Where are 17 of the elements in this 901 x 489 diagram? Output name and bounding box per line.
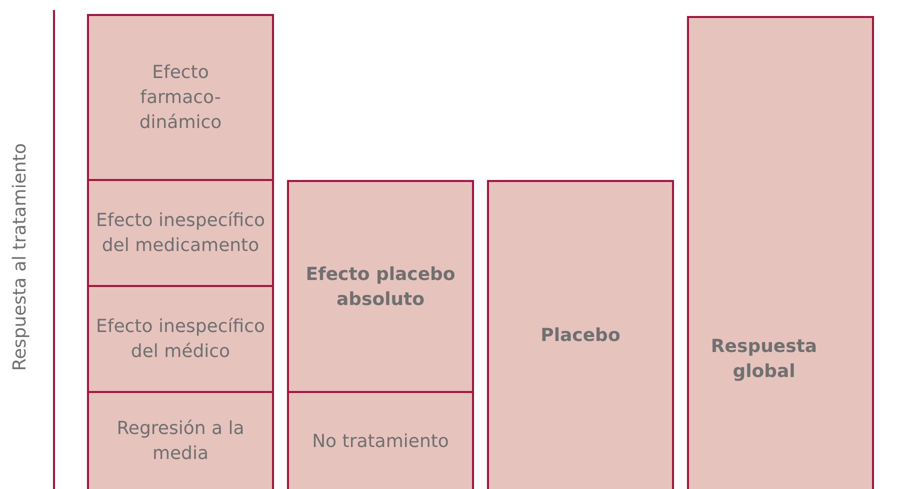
segment-label: Efecto farmaco-dinámico xyxy=(138,61,223,135)
bar-segment xyxy=(87,179,274,287)
bar-segment xyxy=(487,180,674,489)
bar-segment xyxy=(687,16,874,489)
segment-label: Efecto placebo absoluto xyxy=(304,262,456,312)
bar-segment xyxy=(87,14,274,181)
bar-segment xyxy=(287,391,474,489)
segment-label: No tratamiento xyxy=(311,430,450,454)
segment-label: Efecto inespecífico del médico xyxy=(96,315,266,364)
segment-label: Respuesta global xyxy=(710,334,818,384)
segment-label: Efecto inespecífico del medicamento xyxy=(96,209,266,258)
segment-label: Regresión a la media xyxy=(116,417,246,466)
bar-segment xyxy=(87,391,274,489)
bar-segment xyxy=(87,285,274,393)
axis-label: Respuesta al tratamiento xyxy=(10,143,30,371)
segment-label: Placebo xyxy=(540,324,622,348)
bar-segment xyxy=(287,180,474,393)
